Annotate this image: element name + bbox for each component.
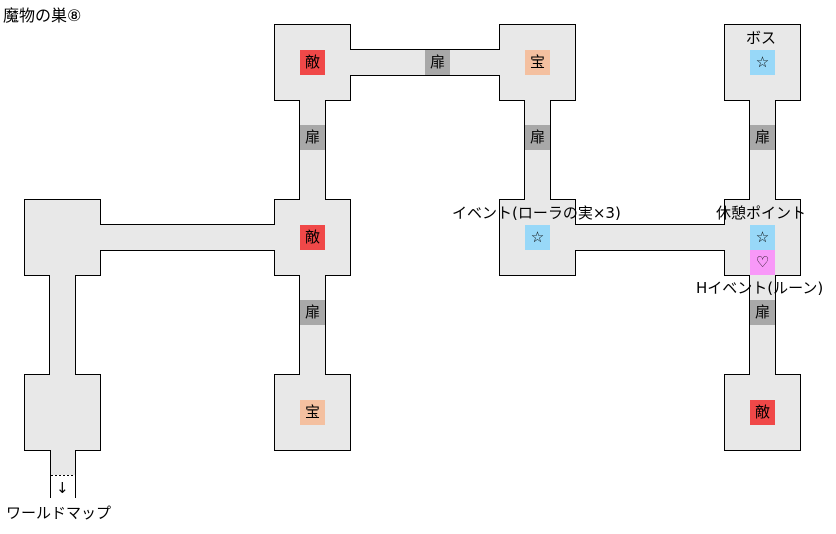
- rest-star-marker: ☆: [750, 225, 775, 250]
- map-floor: [25, 25, 800, 475]
- rest-point-label: 休憩ポイント: [716, 204, 807, 222]
- event-lora-label: イベント(ローラの実×3): [452, 204, 621, 222]
- event-star-marker: ☆: [525, 225, 550, 250]
- enemy-marker: 敵: [300, 50, 325, 75]
- boss-star-marker: ☆: [750, 50, 775, 75]
- map-title: 魔物の巣⑧: [3, 6, 82, 25]
- world-map-exit-label[interactable]: ワールドマップ: [6, 504, 112, 522]
- h-event-rune-label: Hイベント(ルーン): [696, 279, 824, 297]
- door-marker: 扉: [300, 125, 325, 150]
- door-marker: 扉: [425, 50, 450, 75]
- door-marker: 扉: [750, 300, 775, 325]
- enemy-marker: 敵: [300, 225, 325, 250]
- treasure-marker: 宝: [525, 50, 550, 75]
- enemy-marker: 敵: [750, 400, 775, 425]
- exit-arrow-icon: ↓: [56, 479, 69, 497]
- heart-marker: ♡: [750, 250, 775, 275]
- door-marker: 扉: [525, 125, 550, 150]
- treasure-marker: 宝: [300, 400, 325, 425]
- exit-corridor: [50, 450, 76, 498]
- door-marker: 扉: [300, 300, 325, 325]
- door-marker: 扉: [750, 125, 775, 150]
- boss-label: ボス: [746, 29, 777, 47]
